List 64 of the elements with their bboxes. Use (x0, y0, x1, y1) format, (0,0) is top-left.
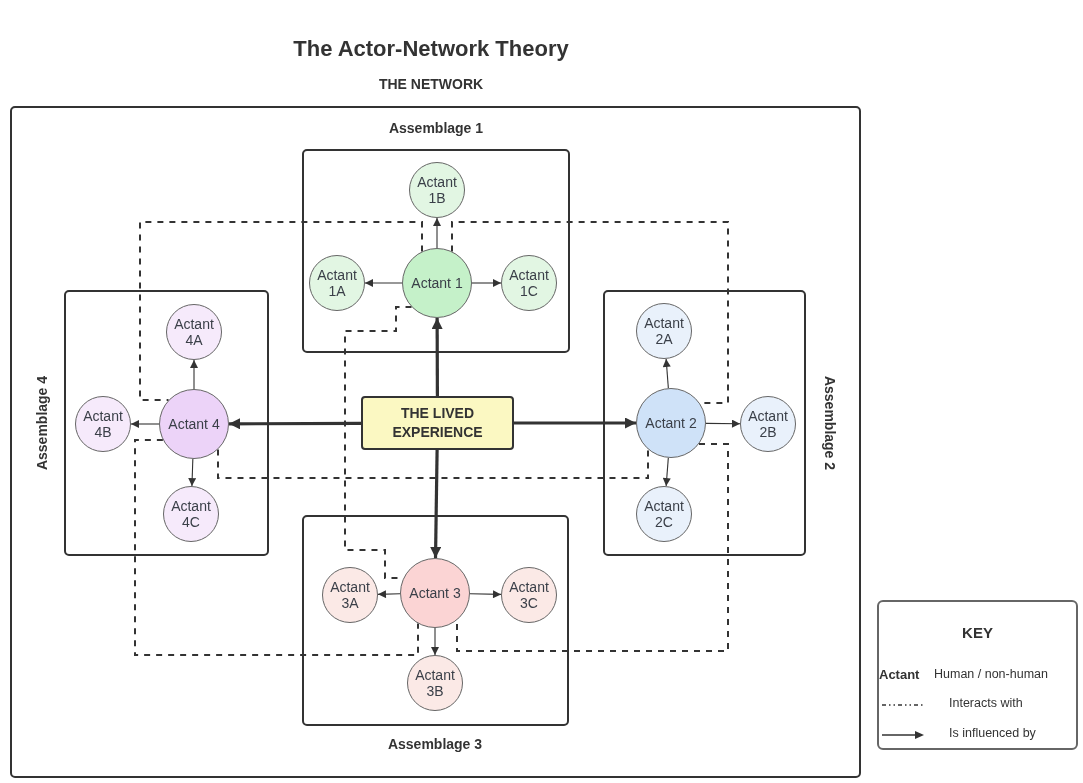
arrow (705, 419, 741, 428)
actant-circle (163, 486, 219, 542)
actant-label: Actant 2 (645, 414, 697, 432)
arrow (188, 458, 197, 487)
actant-label: Actant 2B (747, 407, 789, 441)
arrow (377, 590, 401, 599)
actant-label: Actant 1A (316, 266, 358, 300)
key-heading: KEY (961, 624, 994, 641)
arrow (514, 417, 636, 429)
dashed-connector (139, 221, 423, 401)
arrow (130, 420, 160, 428)
arrow (431, 627, 439, 656)
dashed-connector (217, 448, 649, 479)
actant-label: Actant 4B (82, 407, 124, 441)
actant-label: Actant 1 (411, 274, 463, 292)
actant-label: Actant 2C (643, 497, 685, 531)
assemblage-heading: Assemblage 3 (387, 736, 483, 752)
arrow (433, 217, 441, 249)
legend-sample-word: Actant (879, 667, 920, 682)
assemblage-heading: Assemblage 1 (388, 120, 484, 136)
actant-circle (75, 396, 131, 452)
arrow (229, 418, 361, 430)
actant-label: Actant 3 (409, 584, 461, 602)
actant-label: Actant 1B (416, 173, 458, 207)
actant-label: Actant 4A (173, 315, 215, 349)
actant-label: Actant 1C (508, 266, 550, 300)
key-panel (877, 600, 1078, 750)
assemblage-heading: Assemblage 4 (34, 375, 50, 471)
legend-text: Human / non-human (934, 667, 1048, 681)
arrow (662, 358, 671, 389)
actant-label: Actant 4C (170, 497, 212, 531)
arrow (469, 590, 502, 599)
arrow (190, 359, 198, 390)
legend-text: Interacts with (949, 696, 1023, 710)
arrow (431, 318, 443, 396)
dashed-connector (344, 306, 413, 579)
actant-circle (409, 162, 465, 218)
actant-circle (501, 255, 557, 311)
arrow (430, 449, 442, 559)
lived-experience-label: THE LIVED EXPERIENCE (391, 404, 484, 442)
dashed-connector (134, 439, 419, 656)
actant-label: Actant 2A (643, 314, 685, 348)
actant-label: Actant 4 (168, 415, 220, 433)
actant-circle (309, 255, 365, 311)
diagram-title: The Actor-Network Theory (292, 36, 570, 62)
actant-circle (636, 486, 692, 542)
assemblage-heading: Assemblage 2 (822, 375, 838, 471)
arrow (364, 279, 403, 287)
actant-circle (501, 567, 557, 623)
actant-circle (407, 655, 463, 711)
actant-circle (322, 567, 378, 623)
actant-label: Actant 3B (414, 666, 456, 700)
actant-label: Actant 3C (508, 578, 550, 612)
legend-text: Is influenced by (949, 726, 1036, 740)
dashed-connector (451, 221, 729, 404)
arrow (471, 279, 502, 287)
network-heading: THE NETWORK (378, 76, 484, 92)
actant-label: Actant 3A (329, 578, 371, 612)
arrow (662, 457, 671, 487)
actant-circle (636, 303, 692, 359)
dashed-connector (456, 443, 729, 652)
actant-circle (166, 304, 222, 360)
actant-circle (740, 396, 796, 452)
lived-experience-box (361, 396, 514, 450)
